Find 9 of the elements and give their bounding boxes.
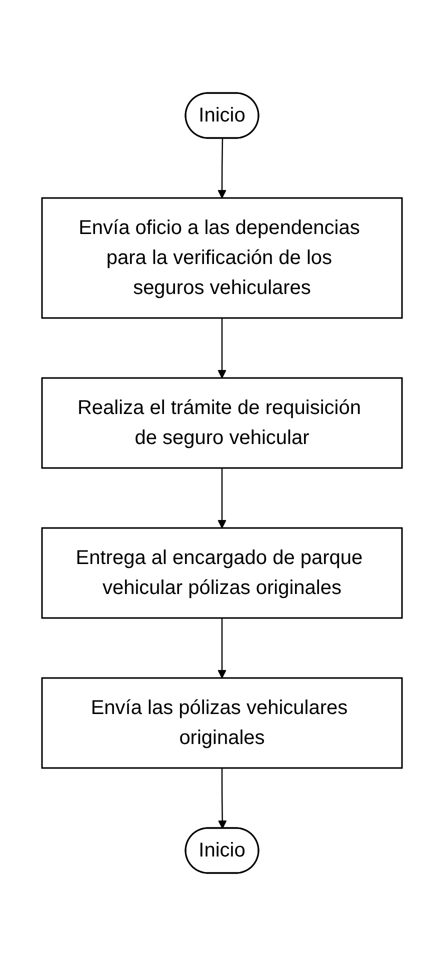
- arrow: [218, 618, 226, 678]
- arrow: [218, 768, 227, 828]
- arrow: [218, 138, 226, 198]
- node-box: Entrega al encargado de parque vehicular pólizas originales: [41, 526, 403, 618]
- node-box: Envía las pólizas vehiculares originales: [41, 676, 403, 768]
- arrow: [218, 468, 226, 528]
- node-box: Realiza el trámite de requisición de seguro vehicular: [41, 376, 403, 468]
- node-box: Envía oficio a las dependencias para la verificación de los seguros vehiculares: [41, 196, 403, 318]
- arrow: [218, 318, 226, 378]
